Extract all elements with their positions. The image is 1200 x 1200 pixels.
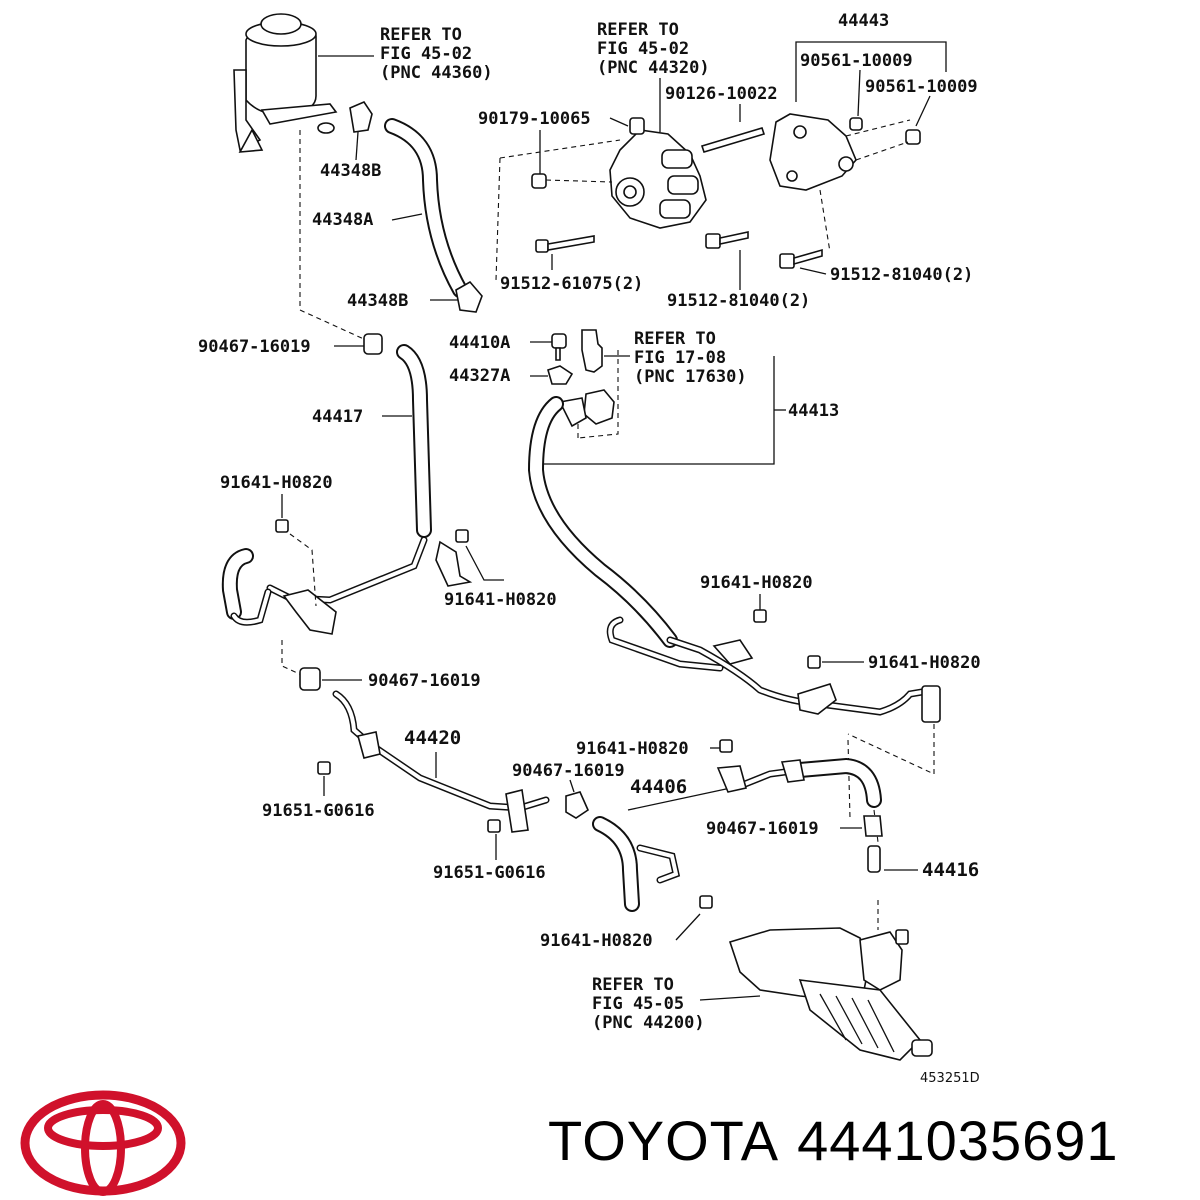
part-number: 4441035691 — [797, 1109, 1119, 1172]
svg-text:90467-16019: 90467-16019 — [198, 337, 311, 357]
svg-text:90561-10009: 90561-10009 — [865, 77, 978, 97]
svg-text:90467-16019: 90467-16019 — [368, 671, 481, 691]
svg-text:90467-16019: 90467-16019 — [706, 819, 819, 839]
svg-text:44406: 44406 — [630, 776, 687, 798]
svg-text:FIG 45-02: FIG 45-02 — [597, 39, 689, 59]
svg-text:REFER TO: REFER TO — [380, 25, 462, 45]
svg-text:(PNC 44200): (PNC 44200) — [592, 1013, 705, 1033]
svg-text:44327A: 44327A — [449, 366, 510, 386]
svg-text:90179-10065: 90179-10065 — [478, 109, 591, 129]
refer-reservoir-note: REFER TO FIG 45-02 (PNC 44360) — [380, 25, 493, 83]
return-hose-44417: 90467-16019 44417 91641-H0820 91641-H082… — [198, 333, 557, 677]
svg-text:91512-81040(2): 91512-81040(2) — [830, 265, 973, 285]
reservoir-tank — [233, 13, 374, 153]
svg-text:(PNC 44360): (PNC 44360) — [380, 63, 493, 83]
svg-text:FIG 45-05: FIG 45-05 — [592, 994, 684, 1014]
svg-text:44348A: 44348A — [312, 210, 373, 230]
svg-text:44348B: 44348B — [320, 161, 381, 181]
suction-hose-44348a: 44348B 44348A 44348B — [299, 101, 483, 341]
svg-text:91641-H0820: 91641-H0820 — [868, 653, 981, 673]
svg-text:90561-10009: 90561-10009 — [800, 51, 913, 71]
svg-text:REFER TO: REFER TO — [634, 329, 716, 349]
svg-text:FIG 45-02: FIG 45-02 — [380, 44, 472, 64]
svg-text:44420: 44420 — [404, 727, 461, 749]
svg-text:REFER TO: REFER TO — [592, 975, 674, 995]
brand-part-number: TOYOTA 4441035691 — [548, 1108, 1137, 1173]
svg-text:91641-H0820: 91641-H0820 — [540, 931, 653, 951]
power-steering-pump: 90126-10022 90179-10065 — [478, 84, 778, 281]
svg-text:91641-H0820: 91641-H0820 — [700, 573, 813, 593]
steering-gear: 91641-H0820 REFER TO FIG 45-05 (PNC 4420… — [540, 895, 980, 1086]
svg-text:44443: 44443 — [838, 11, 889, 31]
svg-text:90467-16019: 90467-16019 — [512, 761, 625, 781]
svg-text:91641-H0820: 91641-H0820 — [220, 473, 333, 493]
refer-pump-note: REFER TO FIG 45-02 (PNC 44320) — [597, 20, 710, 132]
svg-text:453251D: 453251D — [920, 1071, 980, 1086]
svg-text:(PNC 17630): (PNC 17630) — [634, 367, 747, 387]
svg-text:91641-H0820: 91641-H0820 — [444, 590, 557, 610]
bracket-44443-group: 44443 90561-10009 90561-10009 — [769, 11, 978, 253]
brand-name: TOYOTA — [548, 1109, 780, 1172]
toyota-logo-icon — [20, 1090, 186, 1196]
svg-text:90126-10022: 90126-10022 — [665, 84, 778, 104]
pressure-hose-44413: 44410A 44327A REFER TO FIG 17-08 (PNC 17… — [449, 329, 981, 843]
svg-text:91651-G0616: 91651-G0616 — [262, 801, 375, 821]
return-pipe-44420: 90467-16019 44420 91651-G0616 91651-G061… — [262, 667, 550, 883]
svg-text:44413: 44413 — [788, 401, 839, 421]
svg-text:91641-H0820: 91641-H0820 — [576, 739, 689, 759]
svg-text:44416: 44416 — [922, 859, 979, 881]
bolts-91512: 91512-61075(2) 91512-81040(2) 91512-8104… — [500, 231, 973, 311]
svg-text:44348B: 44348B — [347, 291, 408, 311]
svg-text:91512-61075(2): 91512-61075(2) — [500, 274, 643, 294]
return-hose-44406: 91641-H0820 90467-16019 44406 90467-1601… — [512, 739, 979, 912]
svg-text:REFER TO: REFER TO — [597, 20, 679, 40]
svg-text:44410A: 44410A — [449, 333, 510, 353]
svg-text:FIG 17-08: FIG 17-08 — [634, 348, 726, 368]
svg-text:44417: 44417 — [312, 407, 363, 427]
svg-text:(PNC 44320): (PNC 44320) — [597, 58, 710, 78]
svg-text:91512-81040(2): 91512-81040(2) — [667, 291, 810, 311]
svg-text:91651-G0616: 91651-G0616 — [433, 863, 546, 883]
